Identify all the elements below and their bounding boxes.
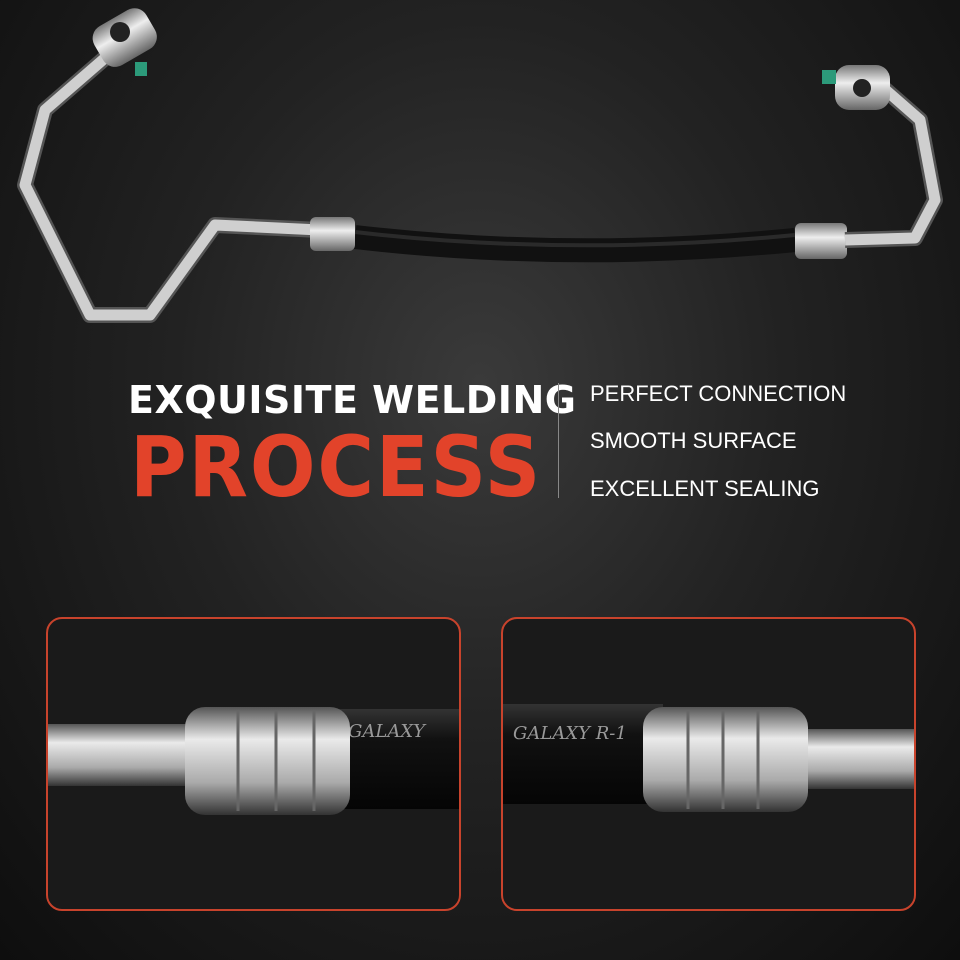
detail-panel-right: GALAXY R-1 [501,617,916,911]
feature-perfect-connection: PERFECT CONNECTION [590,381,847,406]
detail-panel-left: GALAXY [46,617,461,911]
hose-print-text: GALAXY [348,721,427,742]
feature-excellent-sealing: EXCELLENT SEALING [590,476,820,501]
hose-print-text: GALAXY R-1 [513,723,627,744]
crimp-closeup-left-image: GALAXY [48,707,459,815]
headline-line1: EXQUISITE WELDING [128,378,577,422]
headline-line2: PROCESS [130,418,543,516]
divider [558,383,559,498]
ac-hose-assembly-image [17,8,943,323]
crimp-closeup-right-image: GALAXY R-1 [503,704,914,812]
feature-smooth-surface: SMOOTH SURFACE [590,428,797,453]
